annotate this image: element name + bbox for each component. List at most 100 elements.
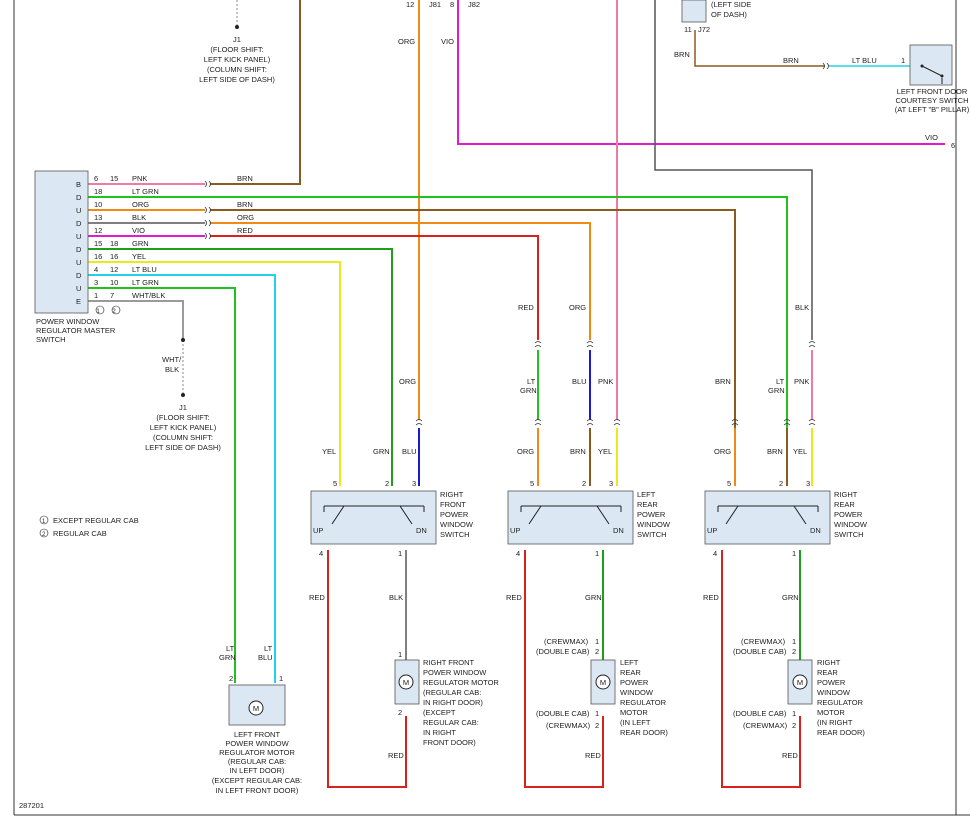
master-wire-right-1: BRN — [237, 200, 253, 209]
rr-up: UP — [707, 526, 717, 535]
courtesy-label-2: (AT LEFT "B" PILLAR) — [895, 105, 970, 114]
wire-brn-top — [210, 0, 301, 185]
m1-left: RED — [309, 593, 325, 602]
master-text: B D U D U D U D U E 6 18 10 13 12 15 16 … — [36, 174, 254, 452]
rf-motor-text: RED BLK RED 1 2 M RIGHT FRONT POWER WIND… — [309, 593, 499, 760]
lr-p4: 4 — [516, 549, 520, 558]
master-color-3: BLK — [132, 213, 146, 222]
master-p2-9: 7 — [110, 291, 114, 300]
master-letter-6: U — [76, 258, 81, 267]
rf-p2: 2 — [385, 479, 389, 488]
rf-p3: 3 — [412, 479, 416, 488]
rr-name-0: RIGHT — [834, 490, 858, 499]
m0-p2: 2 — [229, 674, 233, 683]
splice-dot-whtblk — [181, 338, 185, 342]
lr-p3: 3 — [609, 479, 613, 488]
master-color-0: PNK — [132, 174, 147, 183]
master-letter-0: B — [76, 180, 81, 189]
legend-circle-1 — [39, 515, 49, 525]
master-p1-2: 10 — [94, 200, 102, 209]
lr-p2: 2 — [582, 479, 586, 488]
org-top-label: ORG — [398, 37, 415, 46]
m1-label-8: FRONT DOOR) — [423, 738, 476, 747]
master-letter-7: D — [76, 271, 82, 280]
legend-item-1: REGULAR CAB — [53, 529, 107, 538]
m3-label-4: REGULATOR — [817, 698, 864, 707]
rf-dn: DN — [416, 526, 427, 535]
m3-m: M — [797, 678, 803, 687]
m0-label-3: (REGULAR CAB: — [228, 757, 286, 766]
j1-bottom-3: (COLUMN SHIFT: — [153, 433, 213, 442]
courtesy-label-0: LEFT FRONT DOOR — [897, 87, 968, 96]
m2-label-4: REGULATOR — [620, 698, 667, 707]
lr-w1: ORG — [517, 447, 534, 456]
legend-circle-2 — [39, 528, 49, 538]
m2-c3: (DOUBLE CAB) — [536, 709, 590, 718]
m3-c3p: 1 — [792, 709, 796, 718]
master-p2-8: 10 — [110, 278, 118, 287]
m2-label-7: REAR DOOR) — [620, 728, 668, 737]
m1-label-0: RIGHT FRONT — [423, 658, 475, 667]
lr-p1: 1 — [595, 549, 599, 558]
master-color-2: ORG — [132, 200, 149, 209]
m3-bottom: RED — [782, 751, 798, 760]
legend: 1 2 EXCEPT REGULAR CAB REGULAR CAB — [42, 516, 139, 538]
rf-w3: BLU — [402, 447, 417, 456]
master-wire-right-3: RED — [237, 226, 253, 235]
wire-red-rf — [327, 550, 407, 788]
m3-c3: (DOUBLE CAB) — [733, 709, 787, 718]
wire-brn-10 — [210, 209, 736, 486]
m1-p2: 2 — [398, 708, 402, 717]
master-p1-1: 18 — [94, 187, 102, 196]
legend-num-1: 1 — [42, 519, 46, 525]
legend-num-2: 2 — [42, 532, 46, 538]
wire-blk-top — [654, 0, 813, 340]
m0-m: M — [253, 704, 259, 713]
org-s1-label: ORG — [399, 377, 416, 386]
m3-c1p: 1 — [792, 637, 796, 646]
master-color-5: GRN — [132, 239, 149, 248]
lr-motor-symbol — [595, 674, 611, 690]
brn-j72-label: BRN — [674, 50, 690, 59]
m3-c2: (DOUBLE CAB) — [733, 647, 787, 656]
rf-w1: YEL — [322, 447, 336, 456]
m3-c1: (CREWMAX) — [741, 637, 786, 646]
m3-c4p: 2 — [792, 721, 796, 730]
m3-left: RED — [703, 593, 719, 602]
m1-label-7: IN RIGHT — [423, 728, 456, 737]
m3-label-3: WINDOW — [817, 688, 851, 697]
m2-top: GRN — [585, 593, 602, 602]
master-circle-1 — [95, 305, 105, 315]
rr-w1: ORG — [714, 447, 731, 456]
rr-name-3: WINDOW — [834, 520, 868, 529]
m0-label-0: LEFT FRONT — [234, 730, 281, 739]
master-p1-4: 12 — [94, 226, 102, 235]
master-p1-5: 15 — [94, 239, 102, 248]
courtesy-switch-box — [909, 44, 953, 86]
pin6-label: 6 — [951, 141, 955, 150]
master-letter-3: D — [76, 219, 82, 228]
rf-switch-text: YEL GRN BLU 5 2 3 UP DN 4 1 RIGHT FRONT … — [313, 447, 474, 558]
m1-label-2: REGULATOR MOTOR — [423, 678, 499, 687]
lr-p5: 5 — [530, 479, 534, 488]
rf-name-4: SWITCH — [440, 530, 470, 539]
wire-red-12 — [210, 235, 539, 340]
blu-s2-label: BLU — [572, 377, 587, 386]
j1-bottom-1: (FLOOR SHIFT: — [156, 413, 209, 422]
mid-labels: ORG RED ORG LT GRN BLU PNK BLK BRN LT GR… — [399, 303, 809, 395]
rf-w2: GRN — [373, 447, 390, 456]
wire-ltgrn-3 — [88, 287, 236, 683]
m3-label-7: REAR DOOR) — [817, 728, 865, 737]
legend-item-0: EXCEPT REGULAR CAB — [53, 516, 139, 525]
m2-label-1: REAR — [620, 668, 641, 677]
courtesy-pin1: 1 — [901, 56, 905, 65]
brn-s3-label: BRN — [715, 377, 731, 386]
m2-m: M — [600, 678, 606, 687]
rr-w2: BRN — [767, 447, 783, 456]
master-wire-right-2: ORG — [237, 213, 254, 222]
m2-label-3: WINDOW — [620, 688, 654, 697]
j1-top-1: (FLOOR SHIFT: — [210, 45, 263, 54]
lr-name-3: WINDOW — [637, 520, 671, 529]
